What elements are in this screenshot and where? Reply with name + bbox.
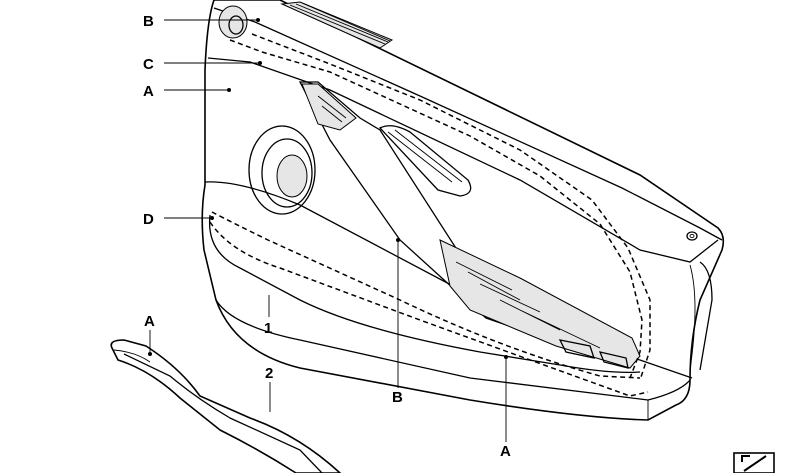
callout-a-trim: A — [144, 313, 155, 330]
callout-b-bottom: B — [392, 389, 403, 406]
trim-strip — [110, 339, 342, 473]
callout-dots — [148, 18, 508, 359]
callout-d: D — [143, 211, 154, 228]
callout-a-bottom: A — [500, 443, 511, 460]
direction-arrow-icon — [733, 452, 775, 473]
callout-part-1: 1 — [264, 320, 272, 337]
callout-c: C — [143, 56, 154, 73]
door-trim-panel — [201, 0, 725, 421]
leader-lines — [149, 19, 507, 442]
callout-a-top: A — [143, 83, 154, 100]
callout-part-2: 2 — [265, 365, 273, 382]
callout-b-top: B — [143, 13, 154, 30]
